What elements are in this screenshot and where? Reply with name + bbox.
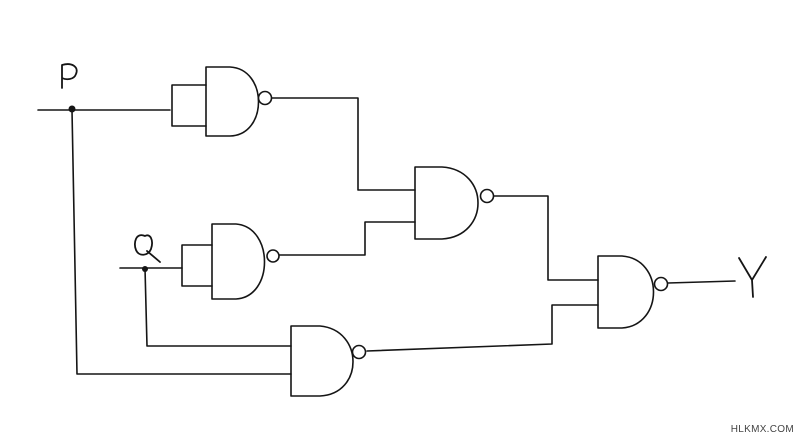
inversion-bubble-5 [653, 276, 669, 292]
label-q-glyph [133, 234, 161, 263]
nand-gate-3 [414, 166, 495, 240]
junction-dot-q [142, 266, 148, 272]
watermark-text: HLKMX.COM [730, 424, 794, 435]
nand-gate-5 [597, 255, 669, 329]
inversion-bubble-4 [351, 344, 367, 360]
label-p-glyph [61, 63, 78, 89]
wire-p-branch-down [71, 109, 292, 375]
inversion-bubble-2 [266, 249, 280, 263]
nand-gate-4 [290, 325, 367, 397]
wire-y-output [667, 280, 736, 284]
inversion-bubble-1 [257, 90, 273, 106]
wire-nand1-to-nand3 [271, 97, 416, 191]
wire-nand2-to-nand3 [278, 221, 416, 256]
nand-gate-1 [205, 66, 273, 137]
wire-nand4-to-nand5 [366, 304, 599, 352]
wire-nand3-to-nand5 [493, 195, 599, 281]
inversion-bubble-3 [479, 188, 495, 204]
junction-dot-p [68, 105, 76, 113]
wire-q-branch-down [144, 267, 292, 347]
nand-gate-2 [211, 223, 280, 300]
wire-q-to-nand2 [181, 244, 213, 287]
wire-p-to-nand1 [171, 84, 207, 127]
label-y-glyph [738, 256, 767, 298]
